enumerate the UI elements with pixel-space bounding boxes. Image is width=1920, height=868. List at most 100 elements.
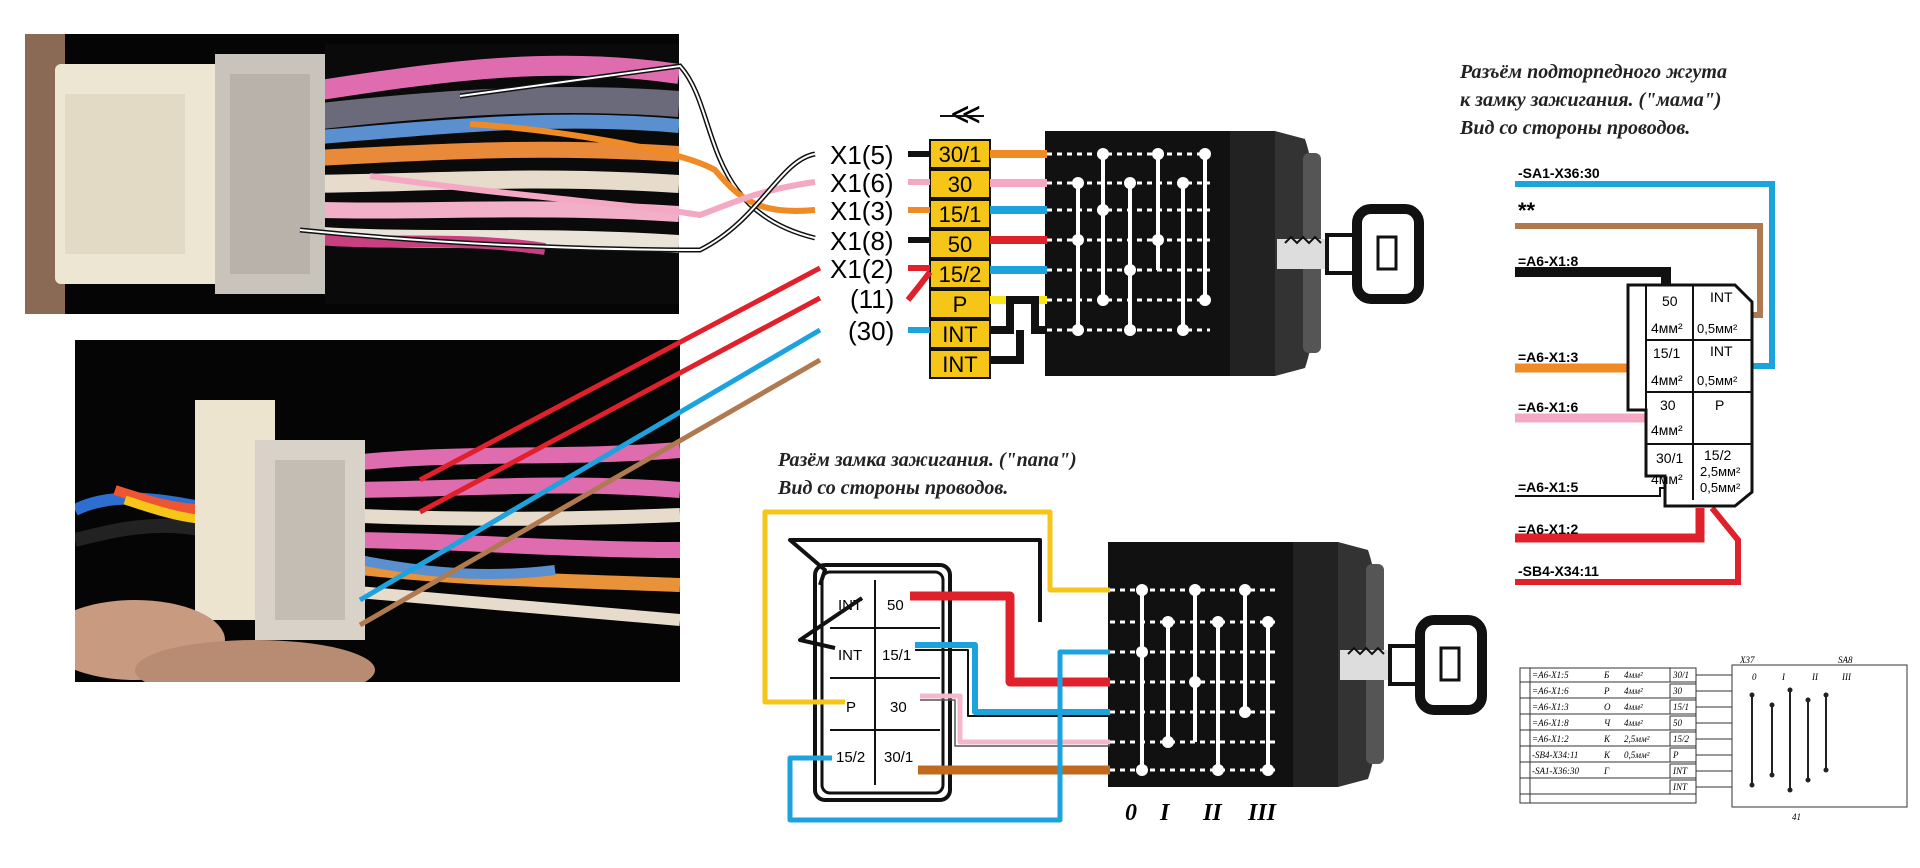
papa-pin-15-2: 15/2 — [836, 749, 865, 766]
ref-wire: -SB4-X34:11 — [1532, 750, 1578, 760]
svg-text:41: 41 — [1792, 812, 1801, 822]
ref-pin: 30/1 — [1672, 670, 1689, 680]
mama-title: Разъём подторпедного жгута к замку зажиг… — [1460, 61, 1727, 139]
terminal-label: 50 — [948, 232, 972, 257]
ref-wire: =A6-X1:3 — [1532, 702, 1569, 712]
papa-pin-15-1: 15/1 — [882, 647, 911, 664]
svg-text:=A6-X1:3: =A6-X1:3 — [1518, 349, 1579, 365]
svg-text:4мм²: 4мм² — [1651, 422, 1683, 438]
svg-text:15/1: 15/1 — [1653, 345, 1680, 361]
svg-text:**: ** — [1518, 198, 1536, 223]
ref-color: Г — [1603, 766, 1610, 776]
svg-text:-SA1-X36:30: -SA1-X36:30 — [1518, 165, 1600, 181]
ref-wire: =A6-X1:8 — [1532, 718, 1569, 728]
papa-pin-50: 50 — [887, 597, 904, 614]
ref-size: 4мм² — [1624, 718, 1643, 728]
papa-pin-30-1: 30/1 — [884, 749, 913, 766]
svg-text:III: III — [1247, 800, 1278, 826]
ref-position: 0 — [1752, 672, 1757, 682]
svg-text:SA8: SA8 — [1838, 655, 1853, 665]
svg-text:0,5мм²: 0,5мм² — [1700, 480, 1741, 495]
svg-text:=A6-X1:6: =A6-X1:6 — [1518, 399, 1579, 415]
terminal-label: INT — [942, 352, 977, 377]
svg-text:4мм²: 4мм² — [1651, 471, 1683, 487]
svg-text:0,5мм²: 0,5мм² — [1697, 321, 1738, 336]
label-x1-8: X1(8) — [830, 226, 894, 256]
label-30: (30) — [848, 316, 894, 346]
ref-size: 2,5мм² — [1624, 734, 1650, 744]
terminal-block: ≪ 30/1 30 15/1 50 15/2P INT INT — [929, 98, 991, 379]
x1-labels: X1(5) X1(6) X1(3) X1(8) X1(2) (11) (30) — [830, 140, 894, 346]
papa-pin-p: P — [846, 699, 856, 716]
label-x1-2: X1(2) — [830, 254, 894, 284]
label-x1-3: X1(3) — [830, 196, 894, 226]
ref-wire: -SA1-X36:30 — [1532, 766, 1579, 776]
ignition-switch-top — [1045, 131, 1419, 376]
label-x1-6: X1(6) — [830, 168, 894, 198]
terminal-label: 15/1 — [939, 202, 982, 227]
svg-text:=A6-X1:2: =A6-X1:2 — [1518, 521, 1579, 537]
ref-pin: INT — [1672, 782, 1688, 792]
svg-text:0: 0 — [1125, 800, 1137, 826]
ref-pin: P — [1672, 750, 1679, 760]
svg-text:INT: INT — [1710, 289, 1733, 305]
switch-positions: 0 I II III — [1125, 800, 1278, 826]
ref-size: 4мм² — [1624, 686, 1643, 696]
svg-text:30: 30 — [1660, 397, 1676, 413]
svg-text:II: II — [1202, 800, 1223, 826]
terminal-label: P — [953, 292, 968, 317]
svg-text:50: 50 — [1662, 293, 1678, 309]
ref-color: К — [1603, 734, 1611, 744]
ref-color: О — [1604, 702, 1611, 712]
ref-wire: =A6-X1:6 — [1532, 686, 1569, 696]
ref-position: I — [1781, 672, 1786, 682]
ref-position: II — [1811, 672, 1819, 682]
svg-text:0,5мм²: 0,5мм² — [1697, 373, 1738, 388]
svg-text:-SB4-X34:11: -SB4-X34:11 — [1518, 563, 1599, 579]
ref-position: III — [1841, 672, 1852, 682]
connector-mama: 50 4мм² INT 0,5мм² 15/1 4мм² INT 0,5мм² … — [1515, 181, 1775, 585]
ref-pin: 50 — [1673, 718, 1683, 728]
svg-text:P: P — [1715, 397, 1724, 413]
svg-text:INT: INT — [1710, 343, 1733, 359]
terminal-label: INT — [942, 322, 977, 347]
ref-pin: INT — [1672, 766, 1688, 776]
reference-table: =A6-X1:5 Б 4мм² 30/1 =A6-X1:6 Р 4мм² 30 =A6-X1:3… — [1519, 655, 1908, 822]
svg-text:4мм²: 4мм² — [1651, 320, 1683, 336]
papa-pin-30: 30 — [890, 699, 907, 716]
ref-size: 4мм² — [1624, 702, 1643, 712]
svg-text:15/2: 15/2 — [1704, 447, 1731, 463]
svg-text:X37: X37 — [1739, 655, 1755, 665]
papa-title: Разём замка зажигания. ("папа") Вид со с… — [778, 449, 1077, 499]
connector-photo-bottom — [75, 340, 680, 682]
ref-color: Ч — [1604, 718, 1611, 728]
ref-color: Р — [1603, 686, 1610, 696]
svg-text:30/1: 30/1 — [1656, 450, 1683, 466]
label-11: (11) — [850, 284, 894, 314]
terminal-label: 30 — [948, 172, 972, 197]
svg-text:4мм²: 4мм² — [1651, 372, 1683, 388]
svg-text:I: I — [1159, 800, 1171, 826]
ref-size: 0,5мм² — [1624, 750, 1650, 760]
mama-wire-labels: -SA1-X36:30 ** =A6-X1:8 =A6-X1:3 =A6-X1:… — [1518, 165, 1600, 579]
terminal-cell — [929, 229, 991, 259]
ref-pin: 15/1 — [1673, 702, 1689, 712]
ref-pin: 15/2 — [1673, 734, 1690, 744]
label-x1-5: X1(5) — [830, 140, 894, 170]
svg-text:=A6-X1:8: =A6-X1:8 — [1518, 253, 1579, 269]
terminal-cell — [929, 259, 991, 289]
connector-symbol: ≪ — [950, 98, 981, 131]
papa-pin-int2: INT — [838, 647, 862, 664]
ref-color: Б — [1603, 670, 1610, 680]
terminal-label: 30/1 — [939, 142, 982, 167]
terminal-label: 15/2 — [939, 262, 982, 287]
ref-size: 4мм² — [1624, 670, 1643, 680]
ref-wire: =A6-X1:5 — [1532, 670, 1569, 680]
ref-wire: =A6-X1:2 — [1532, 734, 1569, 744]
ignition-switch-bottom — [1108, 542, 1482, 787]
svg-text:2,5мм²: 2,5мм² — [1700, 464, 1741, 479]
ref-color: К — [1603, 750, 1611, 760]
ref-pin: 30 — [1672, 686, 1683, 696]
svg-text:=A6-X1:5: =A6-X1:5 — [1518, 479, 1579, 495]
